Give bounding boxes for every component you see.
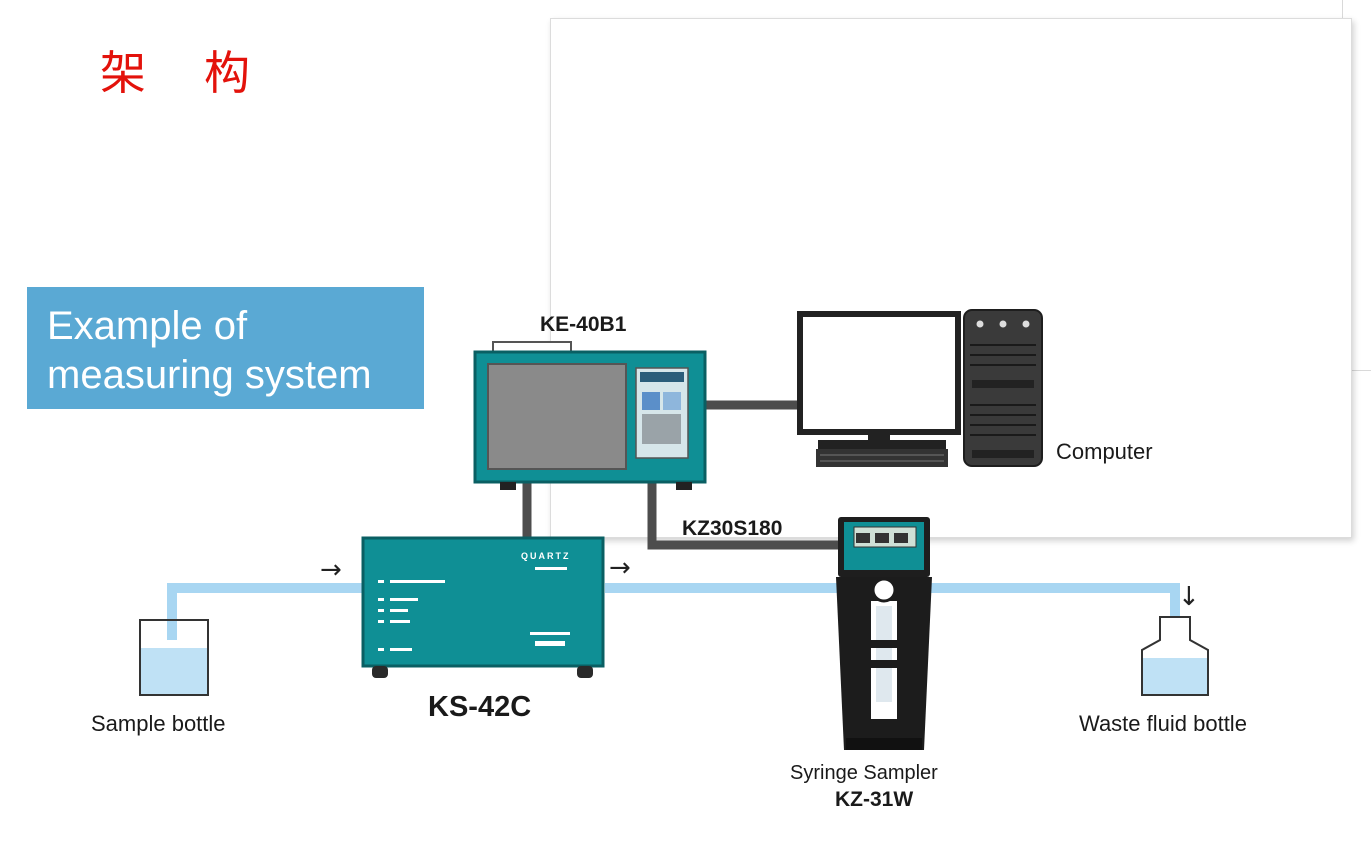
computer-tower: [963, 309, 1043, 467]
flow-arrow-in-icon: →: [320, 555, 342, 585]
ks42c-device: [361, 536, 605, 678]
flow-arrow-down-icon: ↓: [1178, 582, 1200, 612]
ke40b1-device: [473, 341, 707, 490]
waste-bottle-label: Waste fluid bottle: [1079, 711, 1247, 736]
ks42c-brand-label: QUARTZ: [521, 551, 571, 561]
syringe-name-label: Syringe Sampler: [790, 762, 938, 784]
flow-arrow-out-icon: →: [609, 553, 631, 583]
ke40b1-label: KE-40B1: [540, 313, 627, 336]
computer-label: Computer: [1056, 439, 1153, 464]
syringe-sampler-device: [836, 517, 932, 750]
sample-bottle-label: Sample bottle: [91, 711, 226, 736]
ks42c-label: KS-42C: [428, 691, 531, 723]
cables: [522, 400, 838, 550]
computer-monitor: [797, 311, 961, 467]
sample-bottle: [139, 619, 209, 696]
waste-fluid-bottle: [1141, 616, 1209, 696]
measuring-system-badge: [27, 287, 424, 409]
page-title: 架构: [100, 46, 308, 100]
kz30s180-label: KZ30S180: [682, 517, 782, 540]
fluid-tube: [167, 583, 1180, 645]
syringe-model-label: KZ-31W: [835, 788, 913, 811]
badge-text-line1: Example of: [47, 304, 248, 348]
badge-text-line2: measuring system: [47, 353, 372, 397]
